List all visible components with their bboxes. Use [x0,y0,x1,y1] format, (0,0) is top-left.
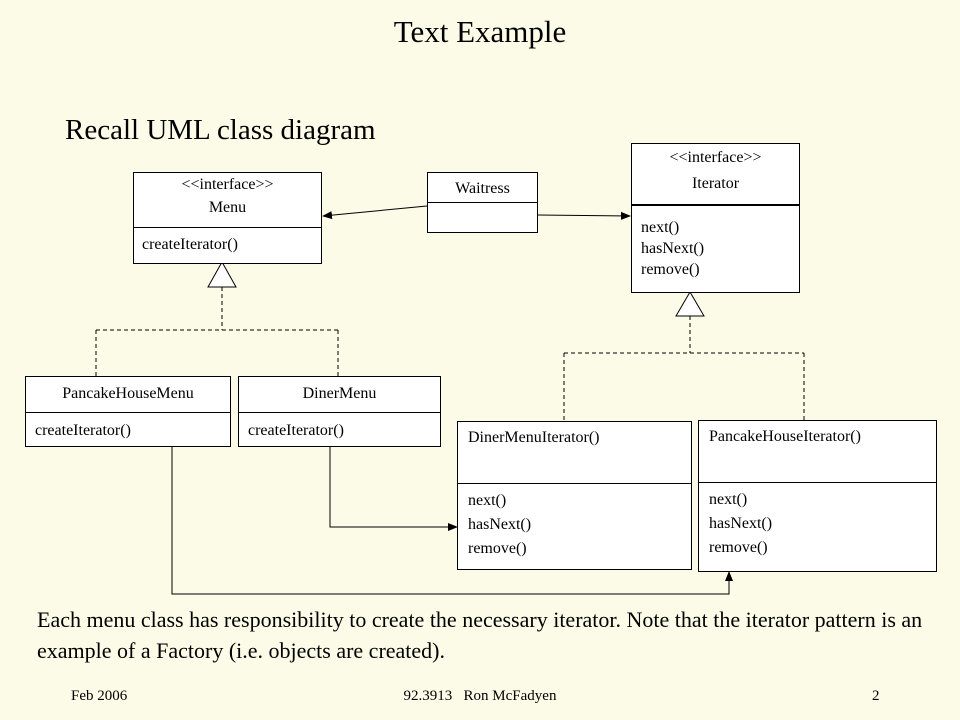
menu-interface-class: <<interface>> Menu createIterator() [133,172,322,264]
menu-realization-lines [95,287,339,376]
menu-stereotype: <<interface>> [181,176,274,193]
iterator-stereotype: <<interface>> [669,149,762,166]
diner-menu-iterator-name: DinerMenuIterator() [468,429,600,446]
iterator-method: next() [641,219,680,236]
iterator-method: remove() [641,261,700,278]
pancake-house-iterator-name: PancakeHouseIterator() [709,428,861,445]
diner-menu-method: createIterator() [248,422,344,439]
explanation-paragraph: Each menu class has responsibility to cr… [37,607,923,663]
menu-class-name: Menu [208,199,247,216]
footer-course: 92.3913 Ron McFadyen [403,688,557,704]
diner-menu-iterator-method: next() [468,492,507,509]
pancake-house-menu-class: PancakeHouseMenu createIterator() [25,376,231,447]
footer-date: Feb 2006 [71,688,128,704]
waitress-class: Waitress [427,172,538,233]
iterator-method: hasNext() [641,240,705,257]
pancake-creates-arrow [171,446,733,595]
footer-page-number: 2 [872,688,880,704]
slide-title: Text Example [393,14,567,49]
diner-menu-iterator-method: remove() [468,540,527,557]
menu-realization-triangle [207,260,237,288]
iterator-class-name: Iterator [691,175,740,192]
pancake-house-menu-name: PancakeHouseMenu [62,385,194,402]
pancake-house-iterator-method: next() [709,491,748,508]
iterator-interface-class: <<interface>> Iterator next() hasNext() … [631,143,800,293]
diner-creates-arrow [329,446,458,531]
waitress-to-iterator-arrow [537,211,631,220]
pancake-house-iterator-method: remove() [709,539,768,556]
diner-menu-iterator-method: hasNext() [468,516,532,533]
iterator-realization-lines [563,316,805,421]
slide-subtitle: Recall UML class diagram [65,114,376,146]
pancake-house-iterator-class: PancakeHouseIterator() next() hasNext() … [698,420,937,572]
diner-menu-class: DinerMenu createIterator() [238,376,441,447]
pancake-house-iterator-method: hasNext() [709,515,773,532]
diner-menu-iterator-class: DinerMenuIterator() next() hasNext() rem… [457,421,692,570]
waitress-class-name: Waitress [455,180,510,197]
menu-method: createIterator() [142,236,238,253]
diner-menu-name: DinerMenu [302,385,377,402]
pancake-house-menu-method: createIterator() [35,422,131,439]
iterator-realization-triangle [675,291,705,317]
waitress-to-menu-arrow [322,205,428,220]
